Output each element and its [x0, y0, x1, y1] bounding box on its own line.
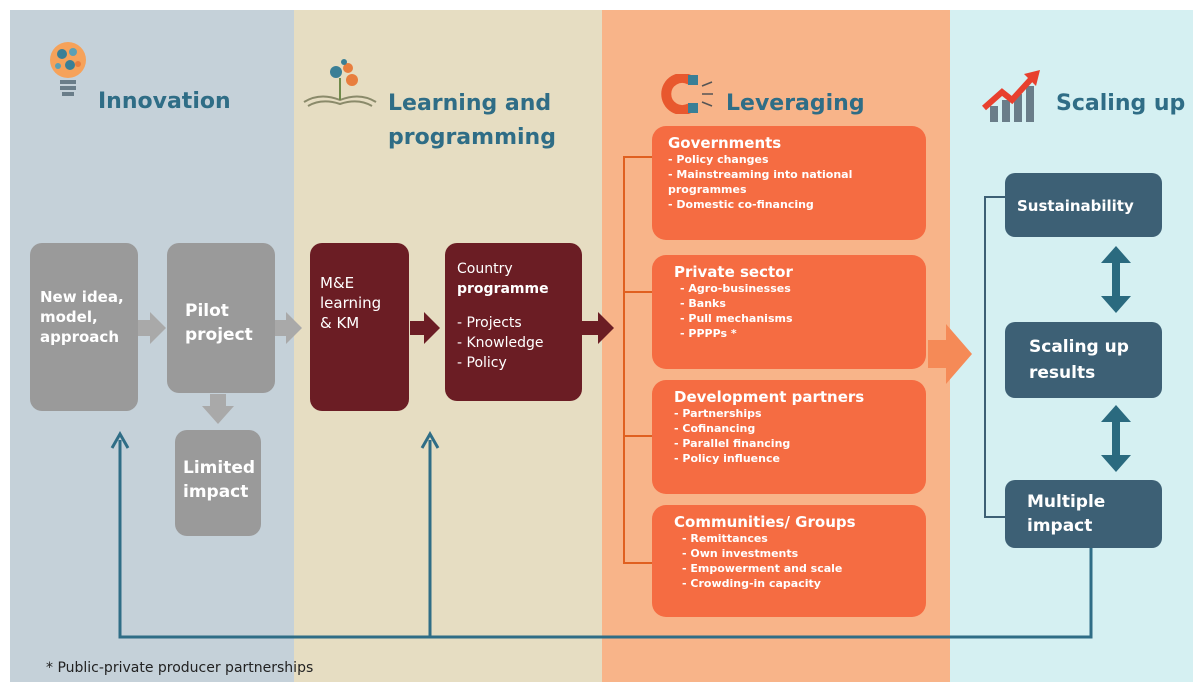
- feedback-loop-line: [118, 440, 1093, 639]
- me-learning-box: M&E learning & KM: [310, 243, 409, 411]
- scaling-results-box: Scaling up results: [1005, 322, 1162, 398]
- arrow-country-to-leveraging: [582, 312, 614, 344]
- arrow-leveraging-to-scaling: [928, 324, 972, 384]
- scaling-heading: Scaling up: [1056, 91, 1186, 116]
- learning-heading-line1: Learning and: [388, 91, 552, 116]
- leveraging-bracket: [623, 156, 652, 564]
- multiple-impact-box: Multiple impact: [1005, 480, 1162, 548]
- growth-chart-icon: [982, 68, 1046, 124]
- country-programme-box: Country programme - Projects - Knowledge…: [445, 243, 582, 401]
- scaling-bracket: [984, 196, 1005, 518]
- development-partners-box: Development partners - Partnerships - Co…: [652, 380, 926, 494]
- footnote: * Public-private producer partnerships: [46, 660, 314, 676]
- book-flowers-icon: [300, 58, 380, 108]
- new-idea-box: New idea, model, approach: [30, 243, 138, 411]
- limited-impact-box: Limited impact: [175, 430, 261, 536]
- private-sector-box: Private sector - Agro-businesses - Banks…: [652, 255, 926, 369]
- lightbulb-icon: [48, 38, 88, 100]
- pilot-project-box: Pilot project: [167, 243, 275, 393]
- arrow-pilot-to-limited: [202, 394, 234, 424]
- double-arrow-top: [1101, 246, 1131, 313]
- sustainability-box: Sustainability: [1005, 173, 1162, 237]
- innovation-heading: Innovation: [98, 89, 231, 114]
- learning-heading-line2: programming: [388, 125, 556, 150]
- feedback-arrow-left: [110, 430, 130, 449]
- magnet-icon: [660, 73, 714, 115]
- double-arrow-bottom: [1101, 405, 1131, 472]
- leveraging-heading: Leveraging: [726, 91, 865, 116]
- arrow-idea-to-pilot: [138, 312, 166, 344]
- feedback-arrow-middle: [420, 430, 440, 449]
- communities-groups-box: Communities/ Groups - Remittances - Own …: [652, 505, 926, 617]
- arrow-me-to-country: [410, 312, 440, 344]
- governments-box: Governments - Policy changes - Mainstrea…: [652, 126, 926, 240]
- arrow-pilot-to-me: [274, 312, 302, 344]
